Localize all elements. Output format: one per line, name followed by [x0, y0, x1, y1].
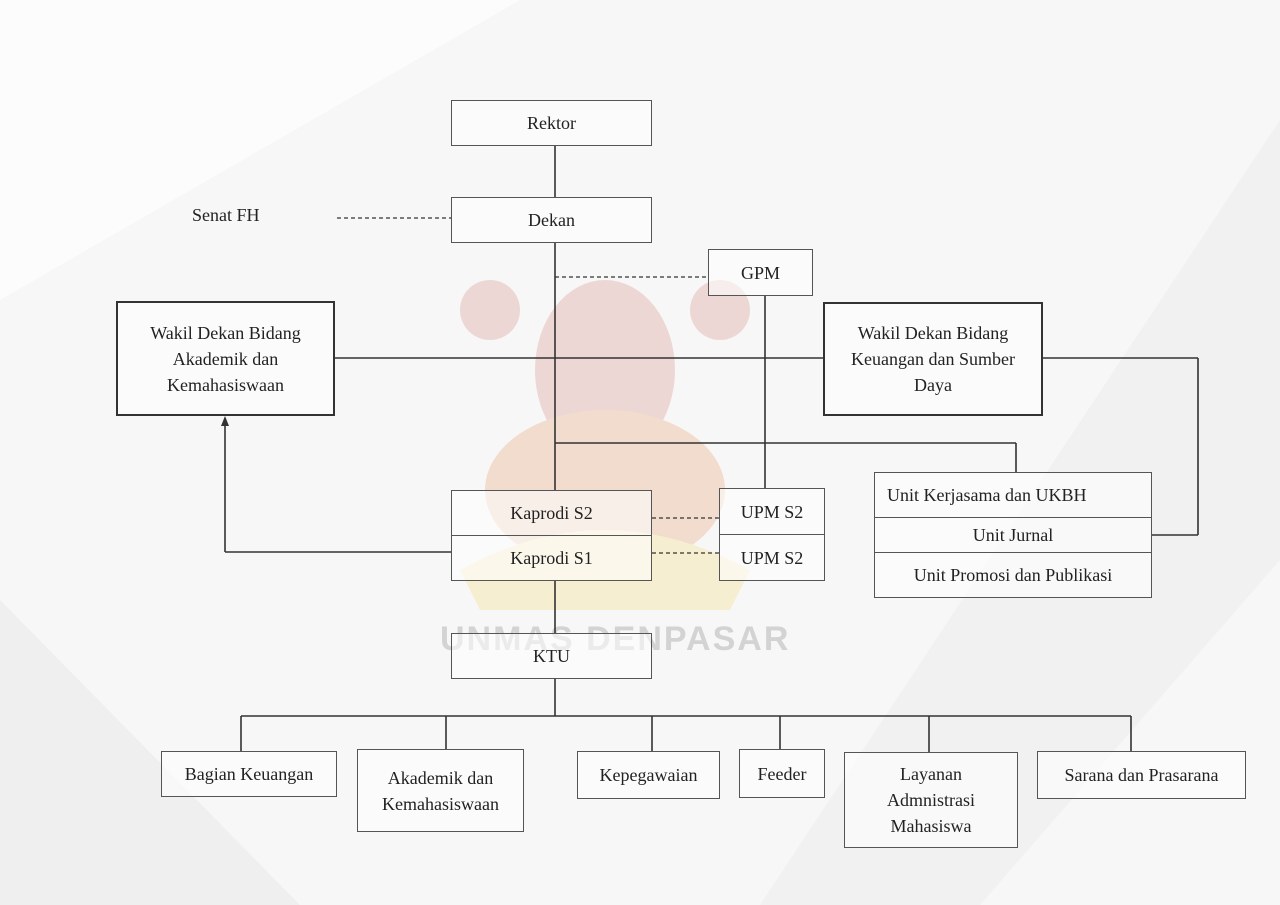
node-upm-s2-top: UPM S2 [719, 488, 825, 535]
node-senat-fh: Senat FH [192, 205, 260, 225]
node-sarana-prasarana: Sarana dan Prasarana [1037, 751, 1246, 799]
node-ktu: KTU [451, 633, 652, 679]
node-feeder: Feeder [739, 749, 825, 798]
node-bagian-keuangan: Bagian Keuangan [161, 751, 337, 797]
node-rektor: Rektor [451, 100, 652, 146]
node-kaprodi-s1: Kaprodi S1 [451, 535, 652, 581]
node-dekan: Dekan [451, 197, 652, 243]
node-layanan-administrasi: Layanan Admnistrasi Mahasiswa [844, 752, 1018, 848]
node-unit-jurnal: Unit Jurnal [874, 517, 1152, 553]
node-akademik-kemahasiswaan: Akademik dan Kemahasiswaan [357, 749, 524, 832]
node-unit-promosi: Unit Promosi dan Publikasi [874, 552, 1152, 598]
node-unit-kerjasama: Unit Kerjasama dan UKBH [874, 472, 1152, 518]
node-kaprodi-s2: Kaprodi S2 [451, 490, 652, 536]
node-wakil-dekan-keuangan: Wakil Dekan Bidang Keuangan dan Sumber D… [823, 302, 1043, 416]
university-logo-watermark [460, 280, 750, 610]
node-upm-s2-bottom: UPM S2 [719, 534, 825, 581]
node-gpm: GPM [708, 249, 813, 296]
node-kepegawaian: Kepegawaian [577, 751, 720, 799]
node-wakil-dekan-akademik: Wakil Dekan Bidang Akademik dan Kemahasi… [116, 301, 335, 416]
